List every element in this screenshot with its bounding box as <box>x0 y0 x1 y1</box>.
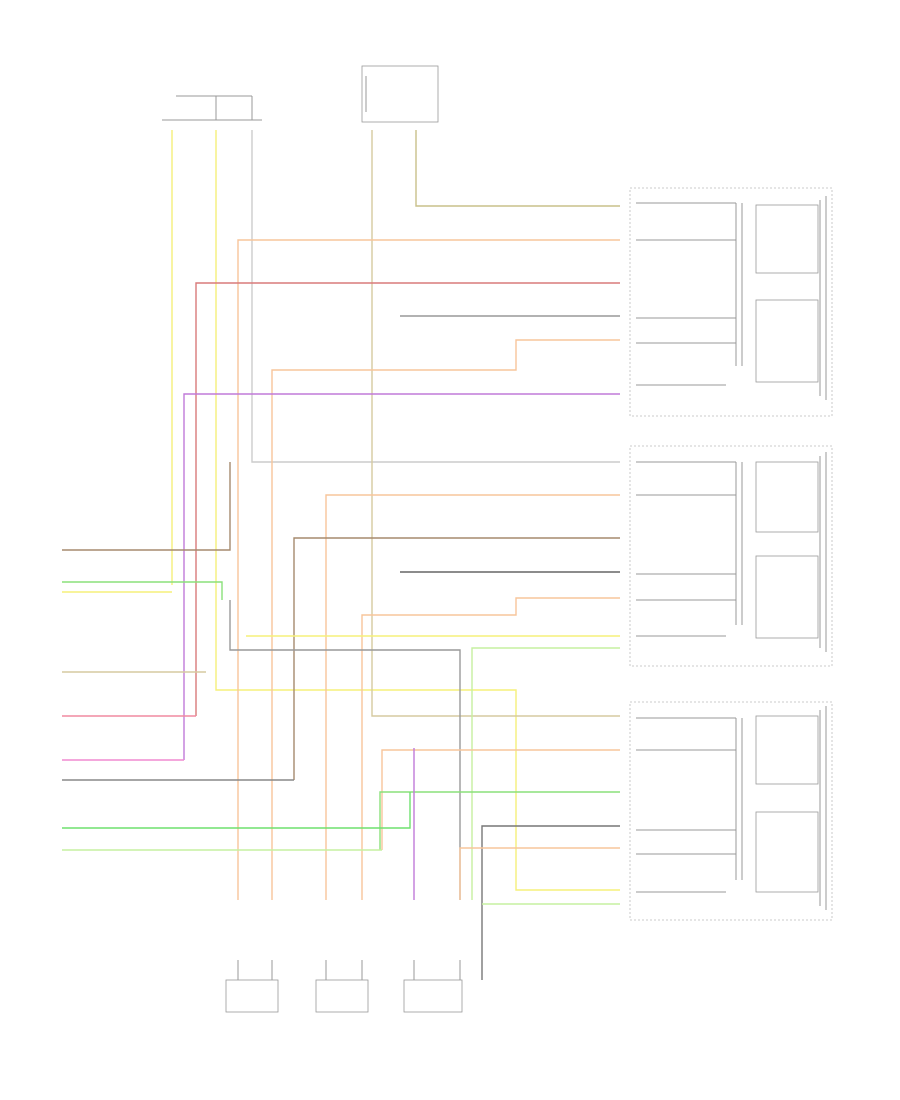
top-fuse-panel <box>361 65 439 123</box>
top-vertical-wires <box>171 130 620 891</box>
wire-tan-fuse <box>371 130 620 717</box>
wire-gray-ground-3 <box>481 825 620 980</box>
window-motors <box>225 960 463 1013</box>
wire-green-lr <box>471 647 620 900</box>
left-rear-window-switch <box>629 445 833 667</box>
wire-orange-4 <box>361 597 620 900</box>
wire-orange-3 <box>325 494 620 900</box>
wire-red <box>195 282 620 716</box>
top-left-splice <box>162 95 262 121</box>
wire-orange-2 <box>271 339 620 900</box>
wire-gray-mid <box>229 600 461 900</box>
wire-olive-fuse <box>415 130 620 207</box>
switch-feed-wires <box>183 239 620 980</box>
wire-violet <box>183 393 620 760</box>
wire-yellow-mid <box>215 130 620 891</box>
passenger-window-switch <box>629 187 833 417</box>
left-terminal-wires <box>62 462 411 851</box>
wire-left-green-2 <box>62 792 411 829</box>
right-rear-window-switch <box>629 701 833 921</box>
wire-orange-6 <box>459 847 620 900</box>
wire-orange-5 <box>381 749 620 850</box>
wire-left-brown <box>62 462 231 551</box>
wire-left-green <box>62 581 223 600</box>
wire-orange-1 <box>237 239 620 900</box>
wire-brown <box>293 537 620 780</box>
wire-gray-right <box>251 130 620 463</box>
wire-green-rr <box>379 791 620 850</box>
